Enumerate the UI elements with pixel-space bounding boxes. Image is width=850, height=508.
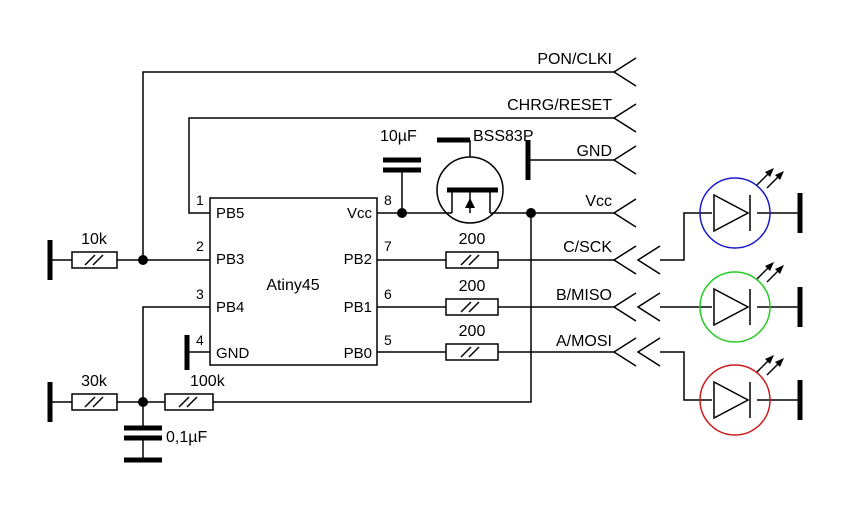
pin-label-pb0: PB0 <box>344 345 372 362</box>
pin-number-3: 3 <box>196 286 204 302</box>
resistor-body <box>71 393 118 411</box>
pin-number-6: 6 <box>384 286 392 302</box>
pin-label-vcc: Vcc <box>347 205 373 222</box>
connector-vcc-label: Vcc <box>585 193 612 210</box>
junction-dot <box>526 208 536 218</box>
connector-gnd: GND <box>576 143 637 175</box>
connector-sck: C/SCK <box>563 239 661 275</box>
capacitor-large-label: 10µF <box>380 128 417 145</box>
pin-number-5: 5 <box>384 332 392 348</box>
diode-icon <box>713 287 750 327</box>
connector-arrow-icon <box>636 337 661 367</box>
resistor-pb1: 200 <box>445 278 499 316</box>
connector-pon-label: PON/CLKI <box>537 51 612 68</box>
mosfet-label: BSS83P <box>473 128 533 145</box>
pin-label-pb1: PB1 <box>344 299 372 316</box>
diode-icon <box>713 193 750 233</box>
resistor-body <box>445 251 499 269</box>
wire-pon <box>142 71 614 260</box>
pin-label-pb2: PB2 <box>344 251 372 268</box>
connector-mosi-label: A/MOSI <box>556 333 612 350</box>
led-ring <box>699 364 771 436</box>
connector-chrg-label: CHRG/RESET <box>507 97 612 114</box>
connector-arrow-icon <box>612 292 637 322</box>
resistor-pb0: 200 <box>445 323 499 361</box>
atiny45-chip: Atiny45 PB5 PB3 PB4 GND Vcc PB2 PB1 PB0 … <box>196 192 392 366</box>
wire-pb4 <box>142 306 210 402</box>
connector-arrow-icon <box>612 145 637 175</box>
resistor-30k: 30k <box>71 373 118 411</box>
connectors: PON/CLKI CHRG/RESET GND Vcc C/SCK B/MISO <box>507 51 661 367</box>
connector-arrow-icon <box>612 245 637 275</box>
wire-led-top <box>660 212 712 261</box>
mosfet-arrow-icon <box>465 198 475 208</box>
connector-chrg: CHRG/RESET <box>507 97 637 133</box>
connector-arrow-icon <box>636 292 661 322</box>
led-blue <box>699 168 784 249</box>
resistor-pb1-label: 200 <box>459 278 486 295</box>
ground-bars <box>47 140 803 463</box>
resistor-100k-label: 100k <box>190 373 226 390</box>
pin-number-8: 8 <box>384 192 392 208</box>
wire-100k-vcc <box>213 213 532 403</box>
pin-number-7: 7 <box>384 238 392 254</box>
resistor-body <box>71 251 118 269</box>
connector-arrow-icon <box>612 337 637 367</box>
junction-dot <box>397 208 407 218</box>
pin-number-1: 1 <box>196 192 204 208</box>
junction-dot <box>138 397 148 407</box>
resistor-pb2: 200 <box>445 231 499 269</box>
resistor-30k-label: 30k <box>81 373 108 390</box>
connector-vcc: Vcc <box>585 193 637 228</box>
led-green <box>699 262 784 343</box>
connector-miso: B/MISO <box>556 287 661 322</box>
resistor-pb0-label: 200 <box>459 323 486 340</box>
resistor-100k: 100k <box>164 373 226 411</box>
connector-gnd-label: GND <box>576 143 612 160</box>
pin-label-pb5: PB5 <box>216 205 244 222</box>
connector-arrow-icon <box>612 57 637 87</box>
mosfet-bss83p: BSS83P <box>436 128 533 224</box>
resistor-pb2-label: 200 <box>459 231 486 248</box>
pin-number-2: 2 <box>196 238 204 254</box>
capacitor-small-label: 0,1µF <box>166 429 207 446</box>
led-ring <box>699 177 771 249</box>
pin-label-pb4: PB4 <box>216 299 244 316</box>
chip-name: Atiny45 <box>266 277 319 294</box>
wire-chrg <box>188 117 614 214</box>
led-ring <box>699 271 771 343</box>
junctions <box>138 208 536 407</box>
resistor-10k: 10k <box>71 231 118 269</box>
resistor-body <box>164 393 214 411</box>
connector-arrow-icon <box>612 198 637 228</box>
capacitor-large: 10µF <box>380 128 421 173</box>
connector-arrow-icon <box>636 245 661 275</box>
connector-arrow-icon <box>612 103 637 133</box>
connector-sck-label: C/SCK <box>563 239 612 256</box>
capacitor-small: 0,1µF <box>124 425 207 446</box>
junction-dot <box>138 255 148 265</box>
pin-label-pb3: PB3 <box>216 251 244 268</box>
pin-number-4: 4 <box>196 332 204 348</box>
resistor-10k-label: 10k <box>81 231 108 248</box>
connector-miso-label: B/MISO <box>556 287 612 304</box>
chip-body <box>209 197 378 366</box>
connector-mosi: A/MOSI <box>556 333 661 367</box>
wire-led-bottom <box>660 351 712 401</box>
connector-pon: PON/CLKI <box>537 51 637 87</box>
led-red <box>699 355 784 436</box>
pin-label-gnd: GND <box>216 345 250 362</box>
diode-icon <box>713 380 750 420</box>
resistor-body <box>445 343 499 361</box>
resistor-body <box>445 298 499 316</box>
wires <box>50 71 800 458</box>
